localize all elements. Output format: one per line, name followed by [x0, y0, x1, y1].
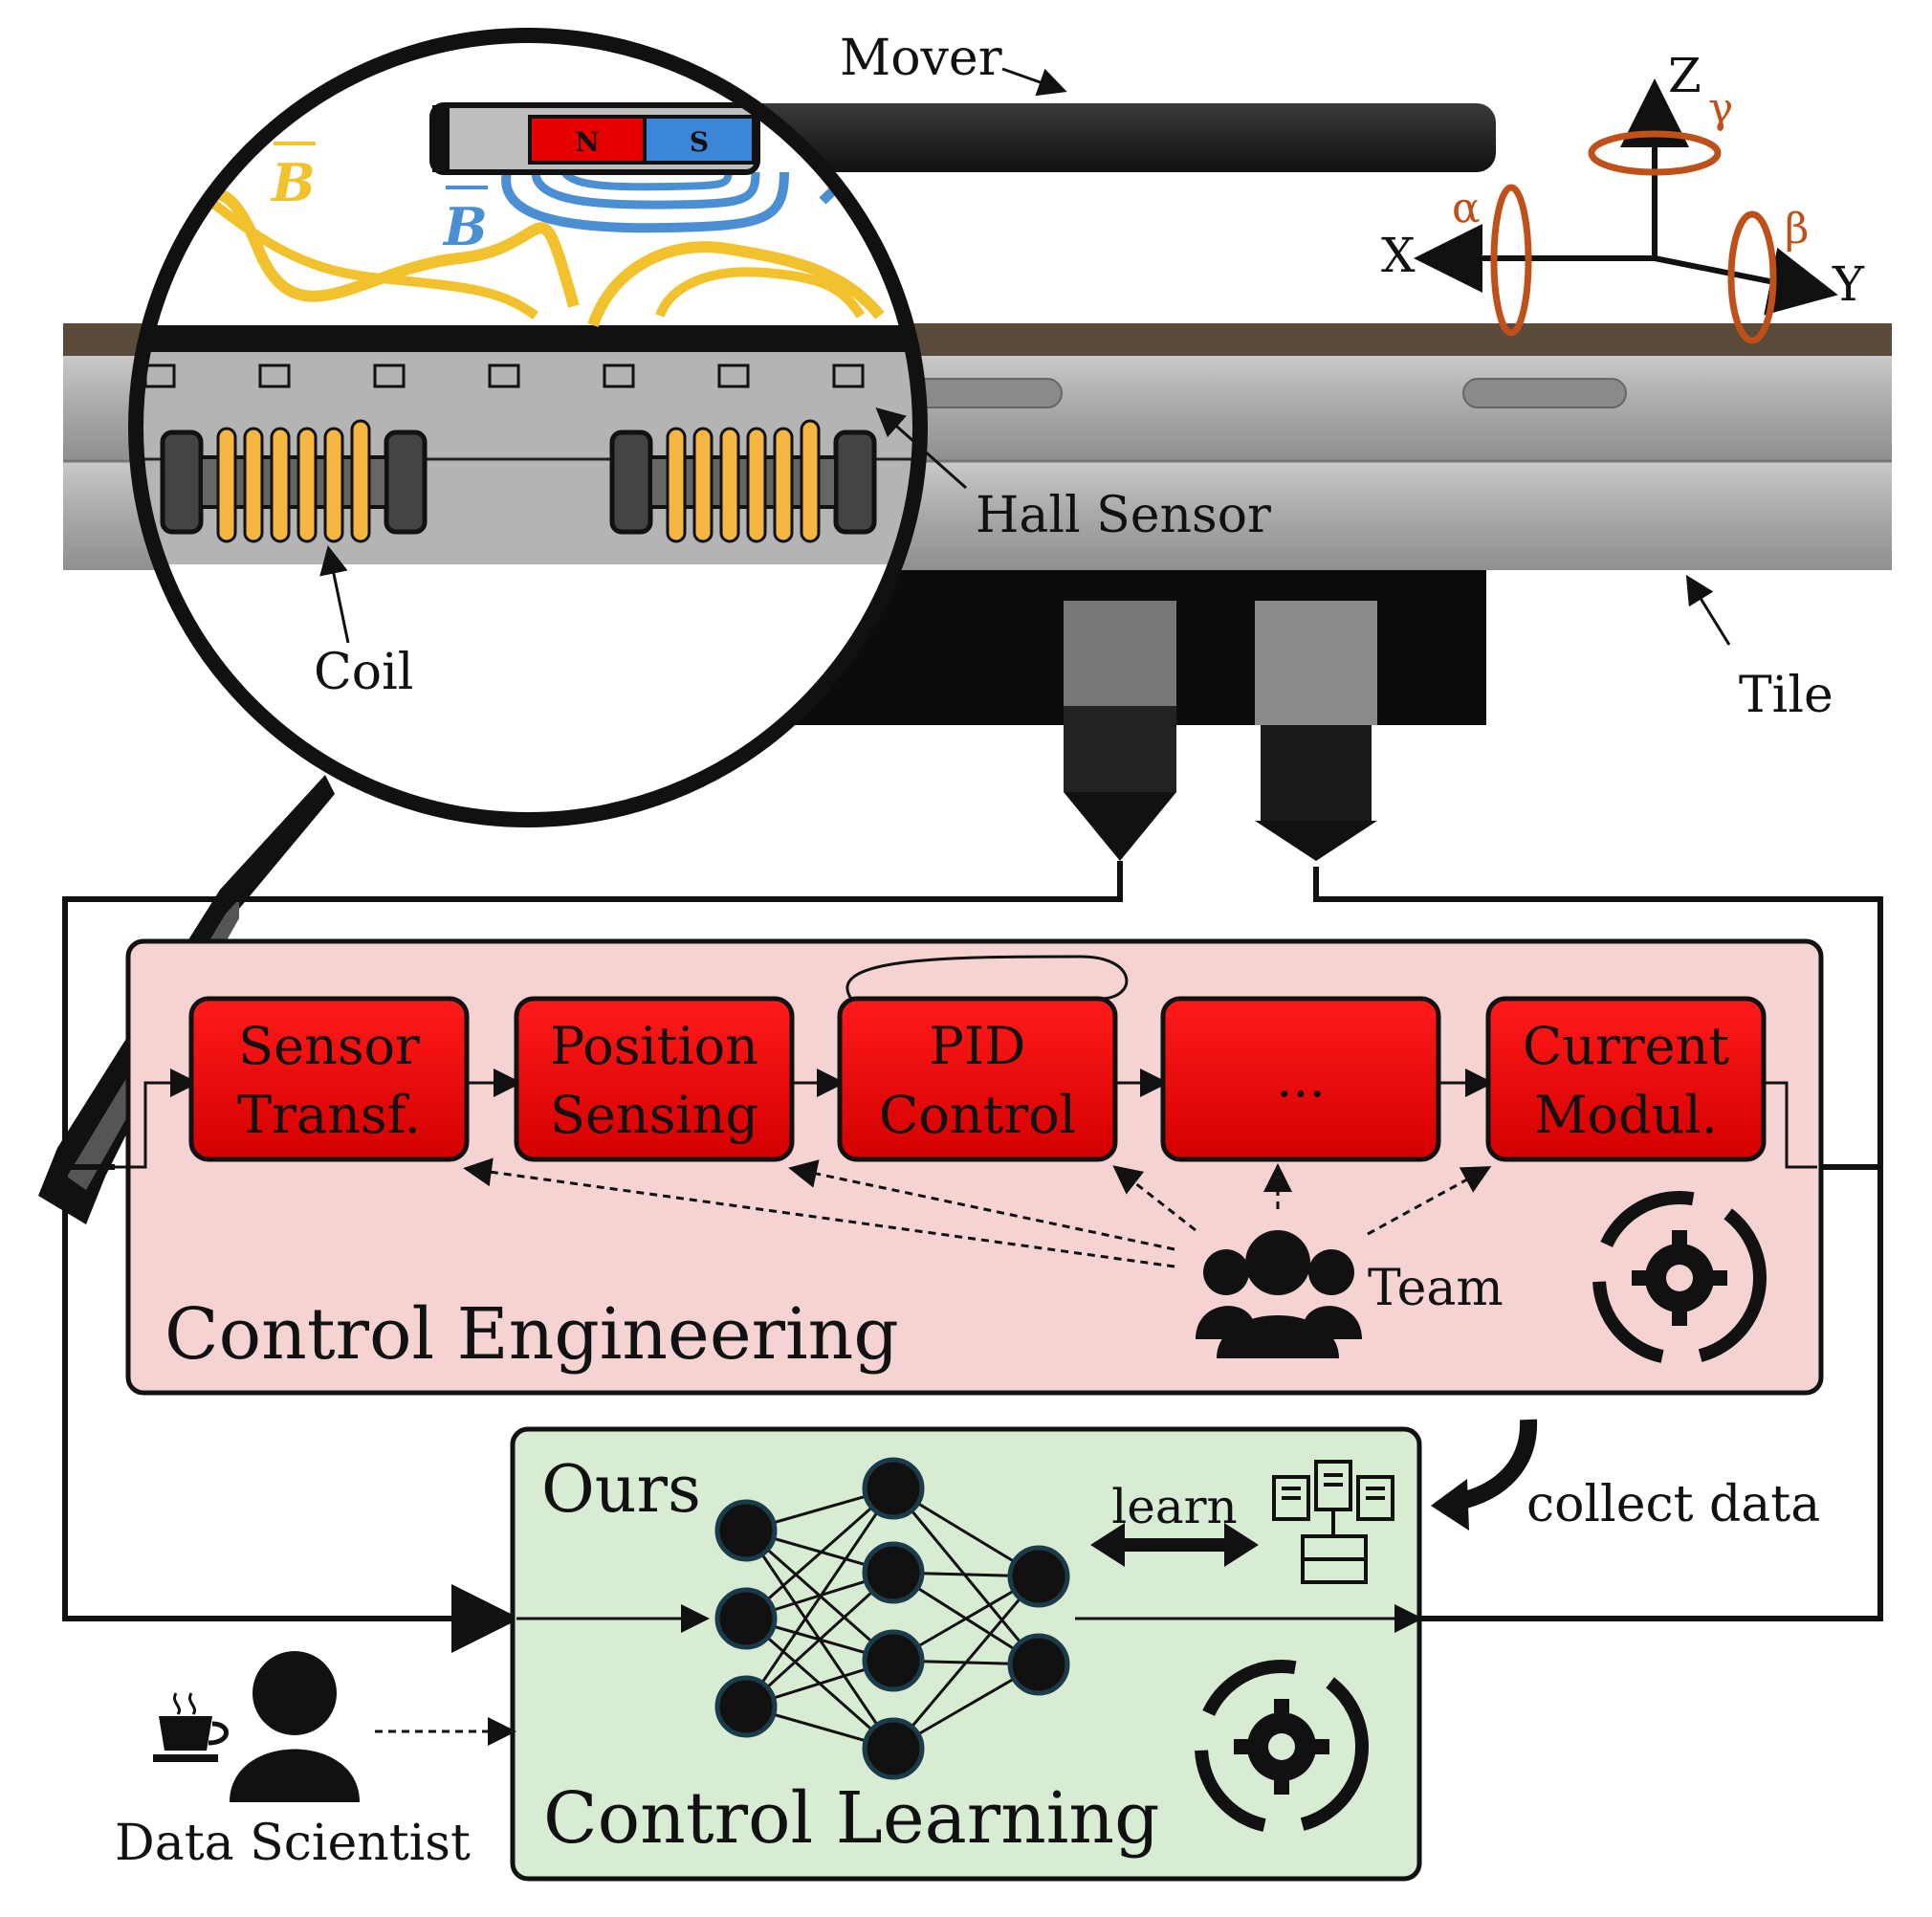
rotation-beta-icon [1727, 210, 1777, 344]
pipeline-block-position-sensing: Position Sensing [514, 996, 795, 1162]
control-engineering-title: Control Engineering [165, 1293, 899, 1376]
coffee-cup-icon [153, 1692, 229, 1762]
learn-label: learn [1111, 1479, 1238, 1534]
pipeline-block-current-modul: Current Modul. [1485, 996, 1767, 1162]
coil-right [609, 419, 877, 543]
coordinate-axes: Z X Y γ α β [1381, 48, 1865, 344]
magnet: N S [528, 115, 756, 165]
block-position-sensing-line2: Sensing [550, 1085, 758, 1145]
block-position-sensing-line1: Position [550, 1016, 758, 1076]
coil-label: Coil [314, 644, 413, 701]
database-icon [1272, 1460, 1394, 1584]
neural-network-icon [714, 1457, 1070, 1780]
tile-label: Tile [1739, 667, 1833, 724]
coil-pointer [319, 545, 350, 644]
hall-sensor-pointer [875, 408, 967, 490]
magnifier-lens: N S B B [38, 28, 928, 1224]
rotation-gamma-icon [1588, 130, 1722, 176]
rotation-alpha-icon [1490, 184, 1532, 337]
block-ellipsis-line1: ... [1276, 1048, 1326, 1109]
axis-y-label: Y [1832, 256, 1865, 312]
feedback-loop [62, 861, 1883, 1621]
hall-sensor-label: Hall Sensor [976, 487, 1271, 544]
block-current-modul-line1: Current [1523, 1016, 1729, 1076]
gear-cycle-icon [1592, 1191, 1767, 1365]
mover-label: Mover [840, 30, 1002, 87]
pipeline-block-ellipsis: ... [1160, 996, 1441, 1162]
rotation-beta-label: β [1785, 205, 1809, 253]
control-learning-title: Control Learning [543, 1777, 1159, 1860]
coil-left [160, 419, 428, 543]
magnet-north-label: N [575, 126, 600, 158]
team-icon [1196, 1230, 1362, 1358]
data-scientist-icon [230, 1651, 360, 1802]
axis-z-label: Z [1668, 48, 1701, 103]
block-pid-control-line2: Control [879, 1085, 1076, 1145]
ours-label: Ours [541, 1452, 701, 1528]
tile-pointer [1685, 574, 1731, 646]
magnet-south-label: S [690, 126, 709, 158]
field-label-blue: B [442, 196, 488, 257]
team-influence-arrows [463, 1157, 1492, 1268]
pipeline-block-pid-control: PID Control [837, 996, 1118, 1162]
axis-x-label: X [1381, 228, 1416, 283]
block-pid-control-line1: PID [930, 1016, 1026, 1076]
collect-data-arrow [1431, 1419, 1538, 1531]
block-current-modul-line2: Modul. [1534, 1085, 1718, 1145]
block-sensor-transf-line2: Transf. [237, 1085, 421, 1145]
block-sensor-transf-line1: Sensor [238, 1016, 420, 1076]
field-label-yellow: B [270, 152, 316, 213]
data-scientist-label: Data Scientist [115, 1815, 471, 1872]
pipeline-block-sensor-transf: Sensor Transf. [188, 996, 470, 1162]
team-label: Team [1368, 1260, 1504, 1317]
collect-data-label: collect data [1526, 1476, 1820, 1533]
mover-pointer [1001, 67, 1067, 97]
rotation-alpha-label: α [1452, 184, 1481, 232]
gear-cycle-icon-learning [1195, 1660, 1369, 1834]
pipeline-connectors [115, 955, 1817, 1169]
rotation-gamma-label: γ [1708, 84, 1733, 133]
learn-double-arrow [1090, 1523, 1259, 1567]
